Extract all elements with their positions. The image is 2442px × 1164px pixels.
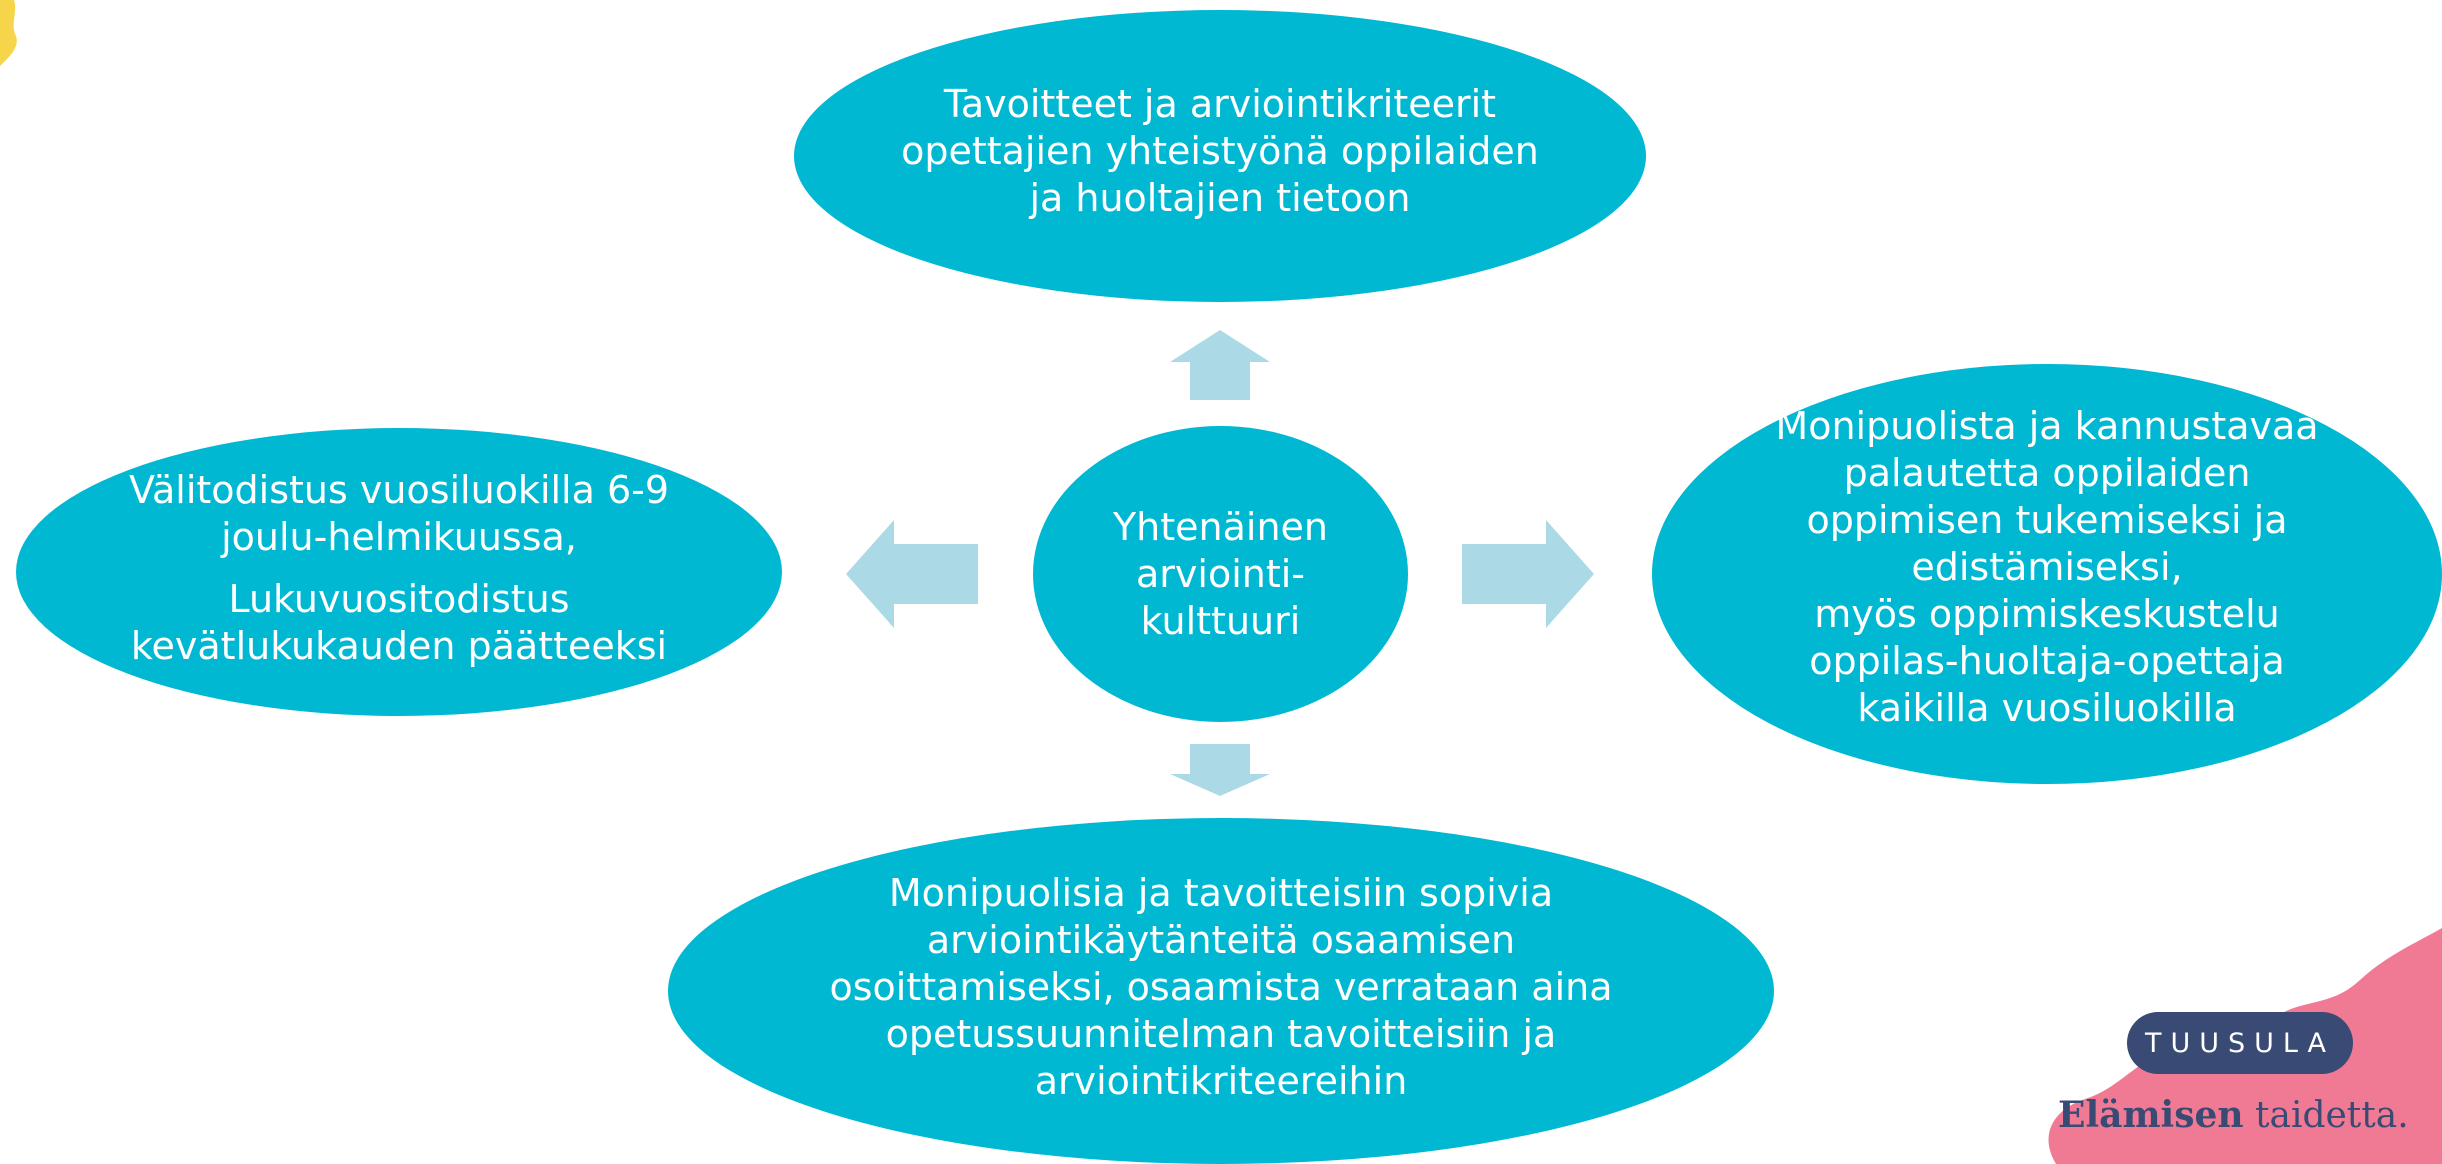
brand-tagline: Elämisen taidetta.: [2058, 1091, 2418, 1139]
bottom-line-3: osoittamiseksi, osaamista verrataan aina: [829, 964, 1613, 1009]
bottom-line-5: arviointikriteereihin: [1034, 1058, 1408, 1103]
top-line-1: Tavoitteet ja arviointikriteerit: [943, 81, 1497, 126]
center-line-1: Yhtenäinen: [1112, 504, 1329, 549]
left-p2-line-1: Lukuvuositodistus: [228, 576, 570, 621]
left-p1-line-1: Välitodistus vuosiluokilla 6-9: [128, 467, 670, 512]
brand-tagline-space: [2244, 1095, 2255, 1136]
center-line-2: arviointi-: [1135, 551, 1305, 596]
tuusula-logo: TUUSULA: [2127, 1012, 2353, 1074]
right-line-3: oppimisen tukemiseksi ja: [1806, 497, 2288, 542]
top-line-3: ja huoltajien tietoon: [1029, 175, 1411, 220]
top-text: Tavoitteet ja arviointikriteerit opettaj…: [901, 81, 1539, 222]
yellow-corner-decoration: [0, 0, 17, 66]
center-circle: Yhtenäinen arviointi- kulttuuri: [1033, 426, 1408, 722]
right-text: Monipuolista ja kannustavaa palautetta o…: [1775, 403, 2318, 732]
right-line-5: myös oppimiskeskustelu: [1814, 591, 2280, 636]
bottom-line-4: opetussuunnitelman tavoitteisiin ja: [885, 1011, 1557, 1056]
arrow-left: [846, 520, 978, 628]
bottom-text: Monipuolisia ja tavoitteisiin sopivia ar…: [829, 870, 1612, 1105]
left-text: Välitodistus vuosiluokilla 6-9 joulu-hel…: [129, 467, 669, 670]
left-paragraph-2: Lukuvuositodistus kevätlukukauden päätte…: [129, 576, 669, 670]
arrow-down: [1170, 744, 1270, 796]
left-paragraph-1: Välitodistus vuosiluokilla 6-9 joulu-hel…: [129, 467, 669, 561]
tuusula-logo-text: TUUSULA: [2144, 1027, 2336, 1059]
right-ellipse: Monipuolista ja kannustavaa palautetta o…: [1652, 364, 2442, 784]
bottom-ellipse: Monipuolisia ja tavoitteisiin sopivia ar…: [668, 818, 1774, 1164]
brand-tagline-rest: taidetta.: [2255, 1094, 2409, 1136]
left-p1-line-2: joulu-helmikuussa,: [221, 514, 577, 559]
right-line-4: edistämiseksi,: [1911, 544, 2183, 589]
arrow-up: [1170, 330, 1270, 400]
bottom-line-1: Monipuolisia ja tavoitteisiin sopivia: [888, 870, 1554, 915]
bottom-line-2: arviointikäytänteitä osaamisen: [926, 917, 1516, 962]
right-line-2: palautetta oppilaiden: [1843, 450, 2251, 495]
right-line-6: oppilas-huoltaja-opettaja: [1809, 638, 2285, 683]
top-line-2: opettajien yhteistyönä oppilaiden: [901, 128, 1539, 173]
center-line-3: kulttuuri: [1140, 598, 1301, 643]
arrow-right: [1462, 520, 1594, 628]
center-text: Yhtenäinen arviointi- kulttuuri: [1113, 504, 1328, 645]
brand-tagline-strong: Elämisen: [2058, 1094, 2244, 1136]
top-ellipse: Tavoitteet ja arviointikriteerit opettaj…: [794, 10, 1646, 302]
left-p2-line-2: kevätlukukauden päätteeksi: [130, 623, 668, 668]
left-ellipse: Välitodistus vuosiluokilla 6-9 joulu-hel…: [16, 428, 782, 716]
right-line-7: kaikilla vuosiluokilla: [1857, 685, 2237, 730]
right-line-1: Monipuolista ja kannustavaa: [1775, 403, 2319, 448]
